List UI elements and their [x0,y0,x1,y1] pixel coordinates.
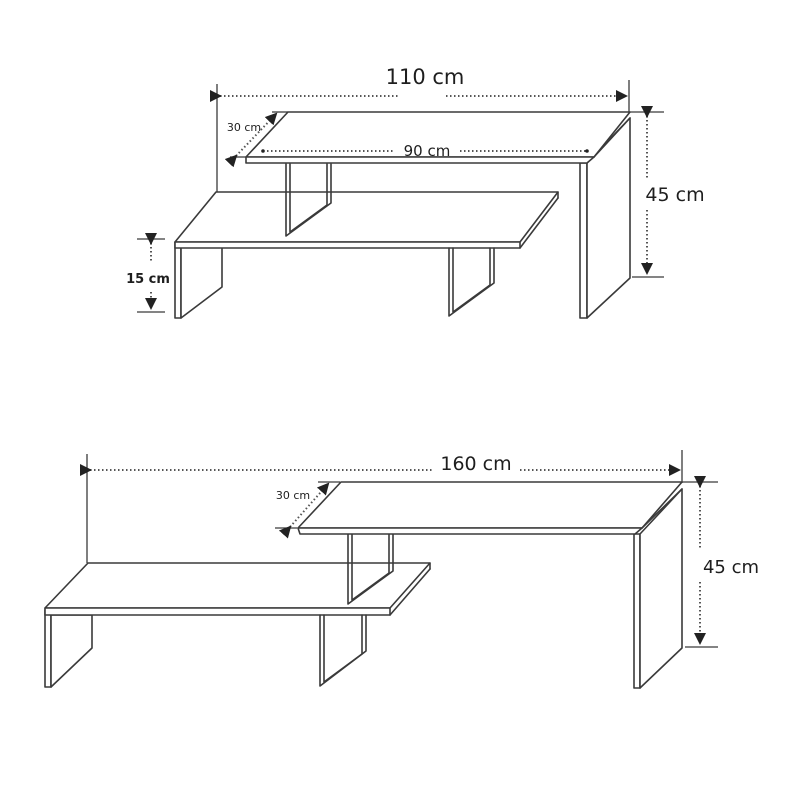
height-label-extended: 45 cm [703,557,759,578]
extended-configuration [44,450,718,689]
lower-shelf [174,191,559,319]
top-shelf-width-label: 90 cm [404,142,451,160]
width-label-160: 160 cm [440,453,511,475]
depth-label-extended: 30 cm [276,489,310,502]
height-label-closed: 45 cm [645,184,704,206]
width-label-110: 110 cm [386,65,465,89]
upper-shelf-extended [297,481,683,689]
lower-shelf-extended [44,562,431,688]
closed-configuration [137,80,664,319]
depth-label-closed: 30 cm [227,121,261,134]
lower-shelf-height-label: 15 cm [126,272,170,287]
